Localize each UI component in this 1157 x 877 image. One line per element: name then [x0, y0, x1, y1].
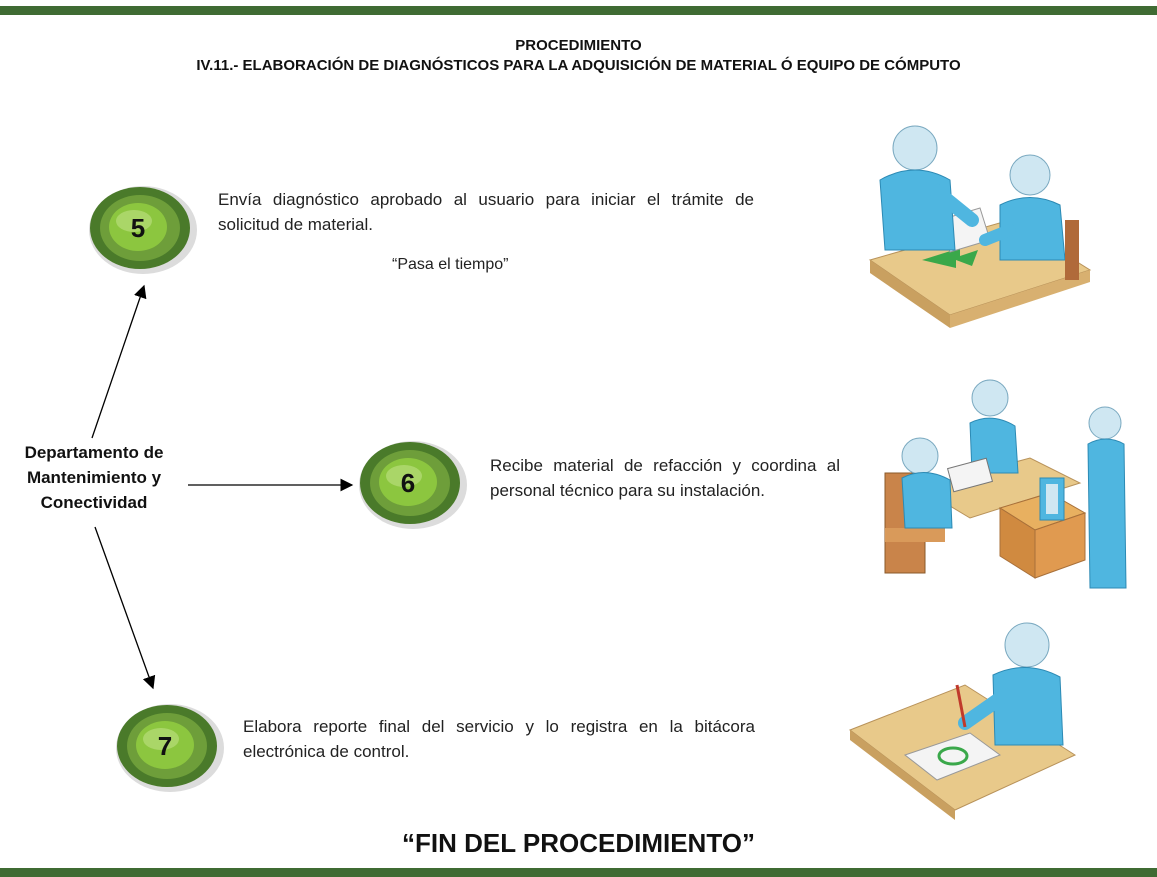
time-note: “Pasa el tiempo”: [392, 256, 509, 273]
step-5-badge: 5: [88, 185, 198, 275]
department-label: Departamento de Mantenimiento y Conectiv…: [24, 443, 164, 512]
step-7-text: Elabora reporte final del servicio y lo …: [243, 717, 755, 761]
step-number: 7: [157, 730, 173, 761]
step-7-badge: 7: [115, 703, 225, 793]
arrow-to-step-5: [91, 284, 147, 439]
badge-circle-icon: [359, 441, 467, 529]
header: PROCEDIMIENTO IV.11.- ELABORACIÓN DE DIA…: [70, 36, 1087, 76]
header-subtitle: IV.11.- ELABORACIÓN DE DIAGNÓSTICOS PARA…: [196, 57, 961, 74]
step-6-badge: 6: [358, 440, 468, 530]
step-6-text: Recibe material de refacción y coordina …: [490, 456, 840, 500]
step-number: 5: [130, 212, 146, 243]
top-bar: [0, 6, 1157, 15]
step-number: 6: [400, 467, 416, 498]
header-title: PROCEDIMIENTO: [515, 37, 642, 54]
badge-circle-icon: [116, 704, 224, 792]
writing-illustration: [848, 622, 1077, 820]
handover-illustration: [868, 125, 1092, 328]
technicians-illustration: [884, 379, 1127, 589]
end-of-procedure: “FIN DEL PROCEDIMIENTO”: [402, 828, 755, 858]
bottom-bar: [0, 868, 1157, 877]
arrow-to-step-7: [94, 526, 156, 690]
step-5-text: Envía diagnóstico aprobado al usuario pa…: [218, 190, 754, 234]
badge-circle-icon: [89, 186, 197, 274]
